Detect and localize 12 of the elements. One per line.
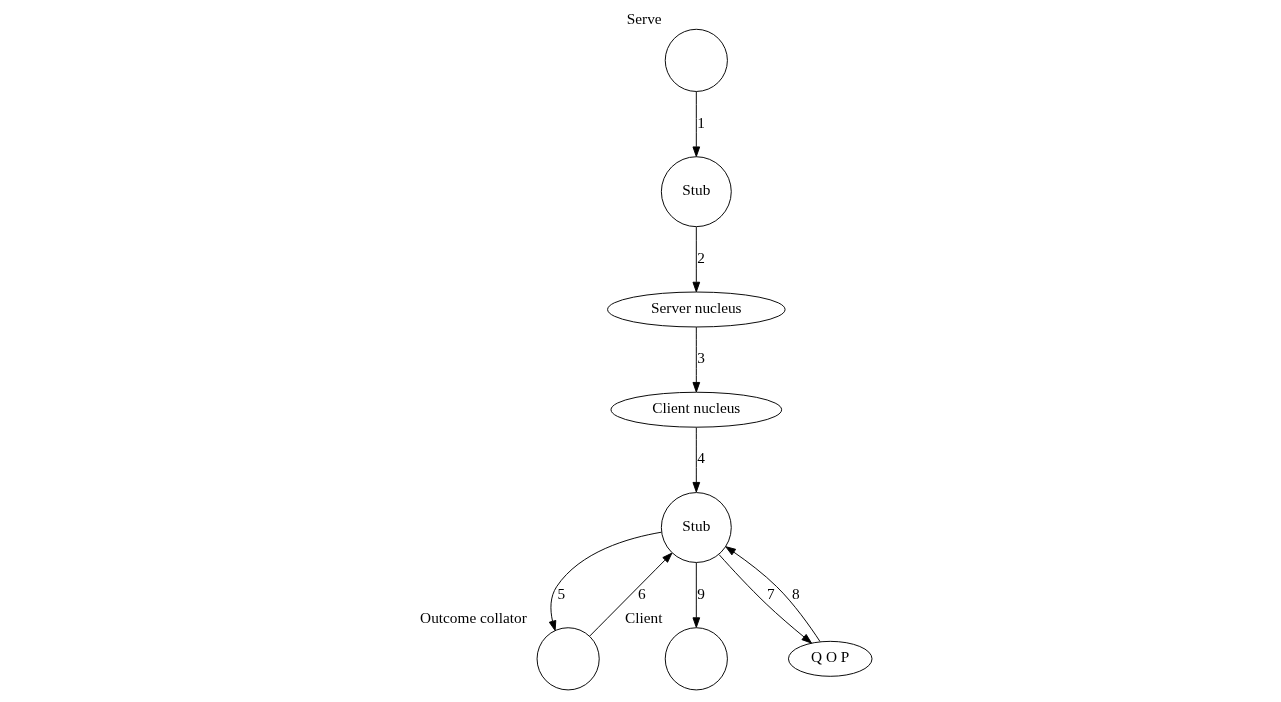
edge-label: 2 <box>696 249 705 267</box>
edge-label: 5 <box>557 584 565 602</box>
node-label: Outcome collator <box>419 608 527 626</box>
edge-label: 3 <box>696 349 705 367</box>
edge-label: 6 <box>637 584 646 602</box>
node-label: Serve <box>626 10 662 28</box>
edge-label: 8 <box>791 584 800 602</box>
edge-label: 4 <box>696 449 705 467</box>
edge-label: 9 <box>696 584 705 602</box>
edge-label: 1 <box>696 113 705 131</box>
node-label: Client <box>624 608 662 626</box>
edge-label: 7 <box>766 584 775 602</box>
